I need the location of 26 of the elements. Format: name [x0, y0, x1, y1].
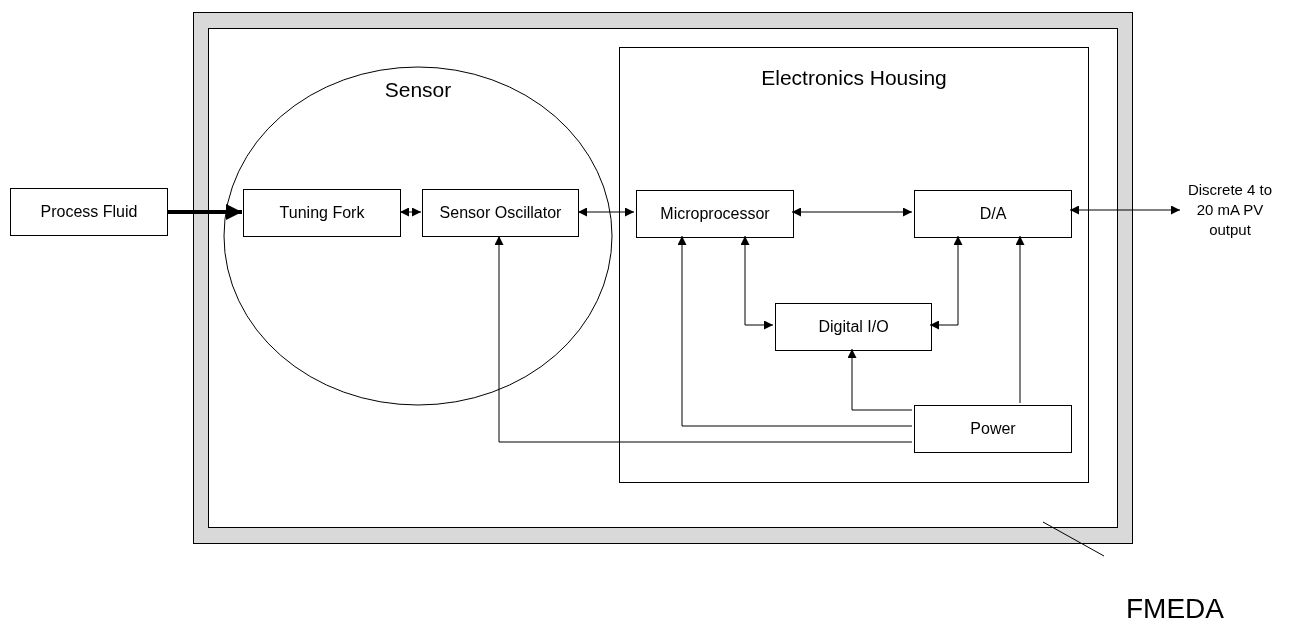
process-box: Power — [914, 405, 1072, 453]
process-box: Tuning Fork — [243, 189, 401, 237]
sensor-ellipse — [223, 66, 613, 406]
process-box: Digital I/O — [775, 303, 932, 351]
arrow — [494, 235, 913, 443]
housing-box — [619, 47, 1089, 483]
process-box: Microprocessor — [636, 190, 794, 238]
arrow — [677, 235, 913, 427]
process-box: Process Fluid — [10, 188, 168, 236]
process-box: Sensor Oscillator — [422, 189, 579, 237]
arrow — [929, 235, 963, 330]
arrow — [1015, 235, 1025, 404]
arrow — [847, 348, 913, 411]
output-label: Discrete 4 to 20 mA PV output — [1180, 170, 1280, 250]
node-text: Electronics Housing — [761, 65, 947, 91]
arrow — [399, 207, 422, 217]
frame-label: FMEDA — [1100, 556, 1250, 626]
leader-line — [1042, 521, 1105, 557]
arrow — [791, 207, 913, 217]
process-box: D/A — [914, 190, 1072, 238]
arrow — [577, 207, 635, 217]
frame-border — [193, 12, 1133, 544]
arrow — [740, 235, 774, 330]
arrow — [168, 204, 242, 220]
arrow — [1069, 205, 1181, 215]
node-text: Sensor — [384, 77, 452, 103]
